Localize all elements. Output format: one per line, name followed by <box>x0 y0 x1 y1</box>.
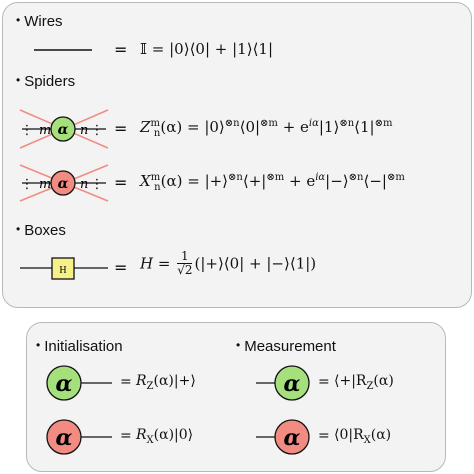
x-symbol: X <box>140 172 151 190</box>
spider-phase-label: α <box>284 371 301 397</box>
init-measurement-panel <box>26 322 446 472</box>
equals-sign: = <box>114 258 128 277</box>
rotation-symbol: R <box>136 427 147 443</box>
wires-heading: •Wires <box>16 13 63 30</box>
x-term: ⟨−| <box>363 172 387 190</box>
rotation-symbol: R <box>136 373 147 389</box>
z-tensor: ⊗m <box>260 118 278 129</box>
z-sub: n <box>153 128 161 139</box>
x-spider-node <box>50 170 76 196</box>
x-tensor: ⊗n <box>228 172 243 183</box>
meas-term: (α) <box>370 427 392 443</box>
meas-term: ⟨+|R <box>334 373 367 389</box>
definitions-panel <box>2 2 472 308</box>
x-phase: iα <box>315 172 326 183</box>
boxes-heading: •Boxes <box>16 222 66 239</box>
z-spider-diagram: α ⋮ m n ⋮ <box>19 109 109 149</box>
init-z-formula: RZ(α)|+⟩ <box>136 373 196 392</box>
z-phase: iα <box>308 118 319 129</box>
x-term: (α) = |+⟩ <box>160 172 229 190</box>
initialisation-heading: •Initialisation <box>36 338 123 355</box>
x-spider-node <box>274 419 310 455</box>
z-sup: m <box>150 118 160 129</box>
fraction-numerator: 1 <box>177 250 193 264</box>
equals-sign: = <box>120 374 132 390</box>
rotation-axis: Z <box>366 380 374 392</box>
equals-sign: = <box>114 173 128 192</box>
input-count-m: m <box>39 177 51 192</box>
output-count-n: n <box>80 177 88 192</box>
z-term: ⟨0| <box>239 118 261 136</box>
init-term: (α)|0⟩ <box>153 427 194 443</box>
meas-x-diagram: α <box>256 419 310 455</box>
spider-phase-label: α <box>284 425 301 451</box>
init-term: (α)|+⟩ <box>153 373 196 389</box>
x-term: |−⟩ <box>325 172 349 190</box>
z-spider-formula: Zmn(α) = |0⟩⊗n⟨0|⊗m + eiα|1⟩⊗n⟨1|⊗m <box>140 118 392 139</box>
hadamard-box-label: H <box>59 265 66 276</box>
z-term: (α) = |0⟩ <box>160 118 225 136</box>
rotation-axis: X <box>363 434 371 446</box>
init-z-diagram: α <box>46 365 112 401</box>
input-dots: ⋮ <box>21 177 34 192</box>
z-spider-node <box>50 116 76 142</box>
z-term: + e <box>277 118 309 136</box>
equals-sign: = <box>318 374 330 390</box>
x-spider-diagram: α ⋮ m n ⋮ <box>19 164 109 202</box>
meas-z-diagram: α <box>256 365 310 401</box>
hadamard-term: (|+⟩⟨0| + |−⟩⟨1|) <box>194 254 317 273</box>
rotation-axis: X <box>146 434 154 446</box>
x-term: ⟨+| <box>242 172 267 190</box>
equals-sign: = <box>120 428 132 444</box>
z-tensor: ⊗n <box>339 118 355 129</box>
z-symbol: Z <box>140 118 151 136</box>
hadamard-symbol: H <box>140 254 154 273</box>
z-term: |1⟩ <box>318 118 340 136</box>
hadamard-diagram: H <box>20 257 108 280</box>
wire-identity-formula: 𝕀 = |0⟩⟨0| + |1⟩⟨1| <box>140 40 274 58</box>
x-term: + e <box>284 172 316 190</box>
spiders-heading: •Spiders <box>16 73 76 90</box>
hadamard-box <box>51 257 75 280</box>
spider-phase-label: α <box>56 425 73 451</box>
x-tensor: ⊗n <box>348 172 364 183</box>
x-tensor: ⊗m <box>386 172 405 183</box>
z-term: ⟨1| <box>354 118 375 136</box>
x-sub: n <box>154 182 161 193</box>
spider-phase-label: α <box>56 371 73 397</box>
spider-phase-label: α <box>58 176 69 192</box>
equals-sign: = <box>114 40 128 59</box>
init-x-formula: RX(α)|0⟩ <box>136 427 193 446</box>
input-count-m: m <box>39 123 51 138</box>
measurement-heading: •Measurement <box>236 338 336 355</box>
x-sup: m <box>150 172 161 183</box>
meas-term: (α) <box>373 373 394 389</box>
hadamard-equals: = <box>153 254 176 273</box>
input-dots: ⋮ <box>21 123 34 138</box>
x-tensor: ⊗m <box>266 172 285 183</box>
spider-phase-label: α <box>58 122 69 138</box>
output-count-n: n <box>80 123 88 138</box>
z-tensor: ⊗m <box>374 118 393 129</box>
x-spider-formula: Xmn(α) = |+⟩⊗n⟨+|⊗m + eiα|−⟩⊗n⟨−|⊗m <box>140 172 405 193</box>
hadamard-fraction: 1√2 <box>177 250 193 277</box>
hadamard-formula: H = 1√2(|+⟩⟨0| + |−⟩⟨1|) <box>140 250 316 277</box>
equals-sign: = <box>114 119 128 138</box>
output-dots: ⋮ <box>91 123 104 138</box>
fraction-denominator: √2 <box>177 263 193 277</box>
output-dots: ⋮ <box>91 177 104 192</box>
init-x-diagram: α <box>46 419 112 455</box>
z-tensor: ⊗n <box>224 118 240 129</box>
rotation-axis: Z <box>146 380 154 392</box>
z-spider-node <box>274 365 310 401</box>
equals-sign: = <box>318 428 330 444</box>
meas-term: ⟨0|R <box>334 427 364 443</box>
meas-z-formula: ⟨+|RZ(α) <box>334 373 394 392</box>
meas-x-formula: ⟨0|RX(α) <box>334 427 391 446</box>
